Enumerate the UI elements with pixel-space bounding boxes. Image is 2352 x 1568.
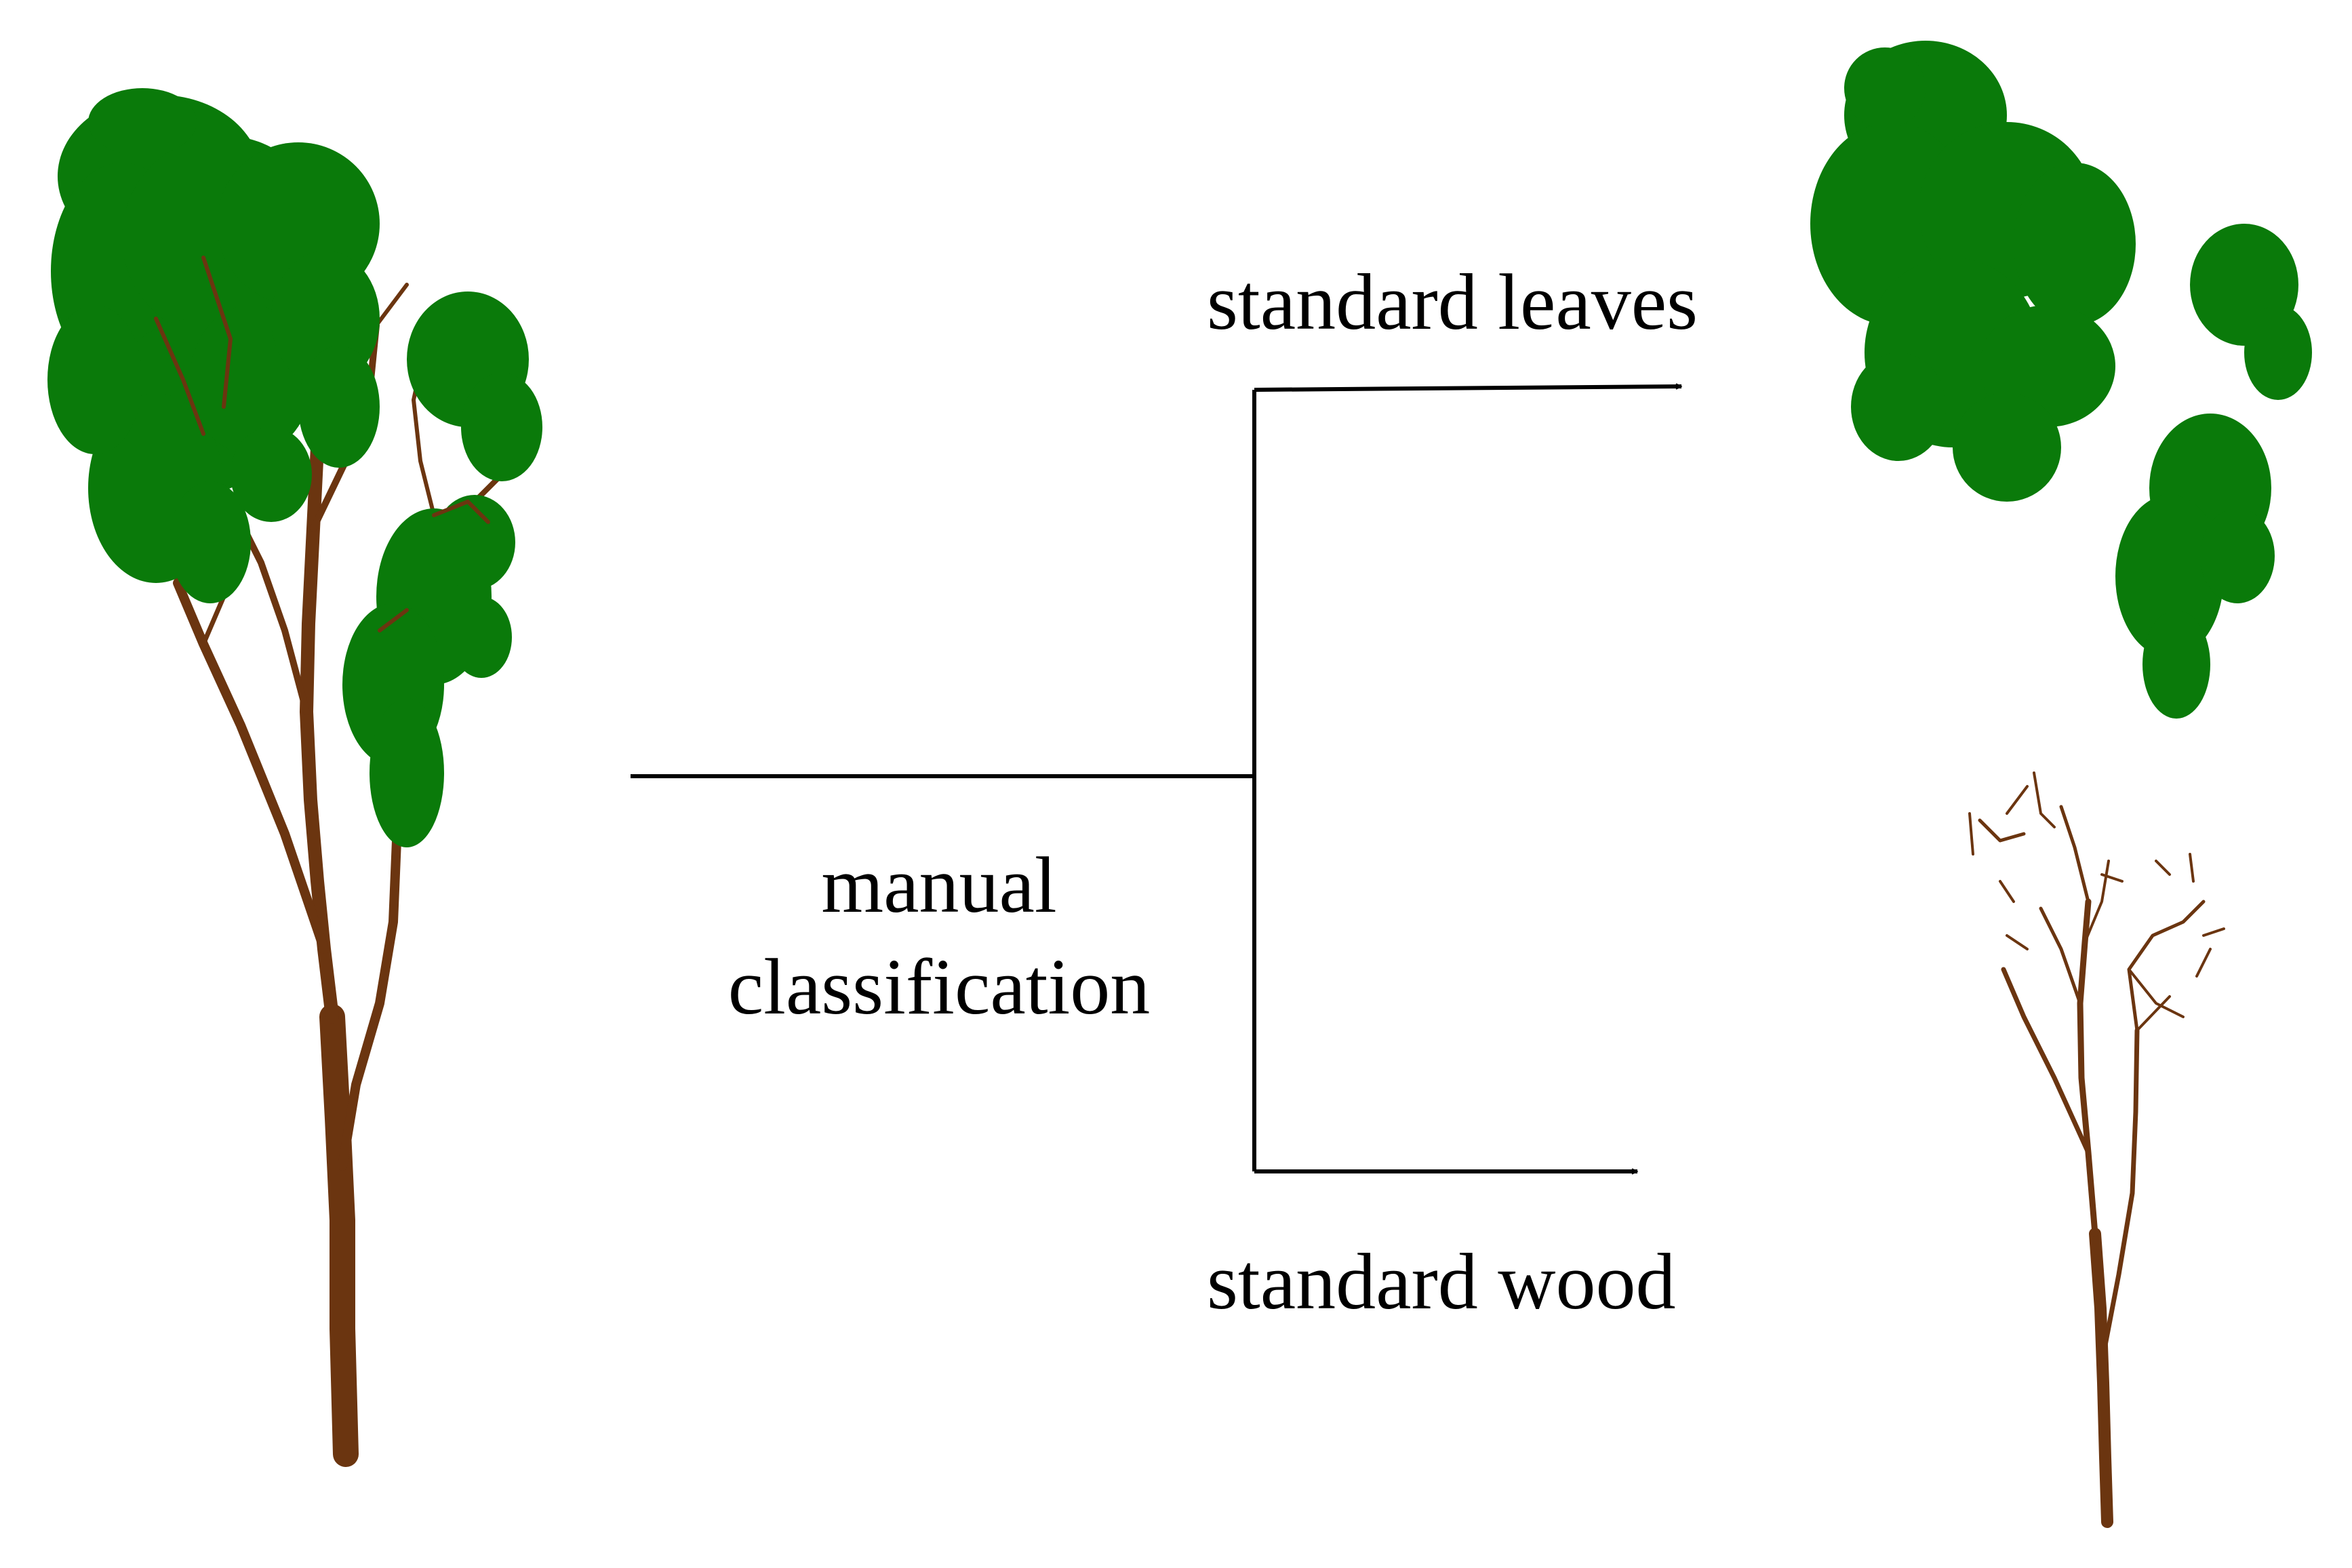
leaves-output-image (1810, 41, 2312, 719)
process-label-line2: classification (728, 942, 1151, 1031)
input-tree-wood-overlay (154, 256, 490, 632)
input-tree-image (47, 88, 542, 1467)
leaves-arrow (1254, 386, 1681, 392)
output-leaves-label: standard leaves (1207, 258, 1698, 346)
input-tree-leaves (47, 88, 542, 847)
output-wood-label: standard wood (1207, 1237, 1675, 1326)
wood-output-image (1968, 771, 2225, 1528)
process-label-line1: manual (821, 841, 1056, 929)
flow-connectors (631, 386, 1681, 1171)
